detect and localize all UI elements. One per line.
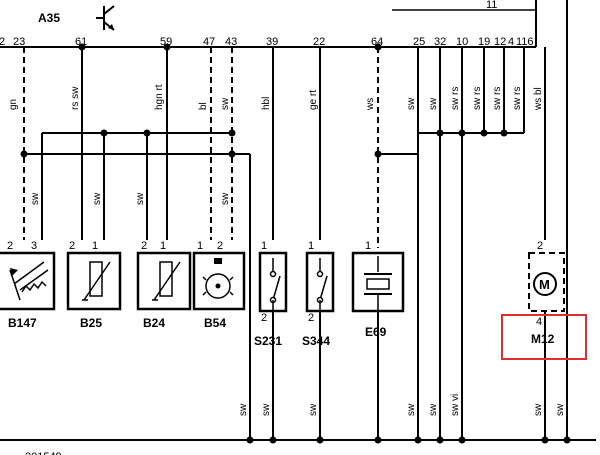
pin-number: 2 xyxy=(261,312,267,324)
bus-lines xyxy=(0,132,596,441)
pin-number: 4 xyxy=(536,316,542,328)
wire-color-label: sw xyxy=(533,403,544,416)
wire-color-label: hbl xyxy=(261,97,272,110)
pin-number: 32 xyxy=(434,36,446,48)
component-s344: 1 2 S344 xyxy=(302,240,335,440)
pin-number: 1 xyxy=(308,240,314,252)
component-label-e69: E69 xyxy=(365,325,387,339)
pin-number: 2 xyxy=(69,240,75,252)
wire-color-label: sw rs xyxy=(492,87,503,110)
wire-color-label: sw rs xyxy=(450,87,461,110)
component-label-s231: S231 xyxy=(254,334,282,348)
pin-number: 1 xyxy=(197,240,203,252)
pin-number: 116 xyxy=(516,36,534,48)
wire-color-label: sw xyxy=(220,192,231,205)
pin-number: 2 xyxy=(217,240,223,252)
wire-color-labels-top: gn rs sw hgn rt bl sw hbl ge rt ws sw sw… xyxy=(8,84,544,111)
wire-color-label: sw xyxy=(238,403,249,416)
pin-number: 1 xyxy=(160,240,166,252)
pin-number: 1 xyxy=(92,240,98,252)
pin-number: 2 xyxy=(308,312,314,324)
wire-color-label: sw xyxy=(428,403,439,416)
component-label-b54: B54 xyxy=(204,316,226,330)
pin-number: 1 xyxy=(365,240,371,252)
component-b147: 2 3 B147 xyxy=(0,240,56,330)
a35-header: A35 11 xyxy=(0,0,537,48)
wire-color-label: sw xyxy=(220,97,231,110)
junction-dots xyxy=(20,43,571,444)
component-label-b24: B24 xyxy=(143,316,165,330)
wire-color-label: rs sw xyxy=(70,86,81,110)
b147-sensor-icon xyxy=(9,261,49,301)
wire-color-labels-middle: sw sw sw sw xyxy=(30,192,231,205)
b24-sensor-icon xyxy=(152,261,181,301)
wire-color-label: sw rs xyxy=(472,87,483,110)
pin-number: 25 xyxy=(413,36,425,48)
wire-color-label: ge rt xyxy=(308,90,319,110)
component-b54: 1 2 B54 xyxy=(192,240,246,330)
pin-number: 4 xyxy=(508,36,514,48)
transistor-icon xyxy=(96,5,115,31)
component-label-m12: M12 xyxy=(531,332,555,346)
wire-color-label: hgn rt xyxy=(154,84,165,110)
b25-sensor-icon xyxy=(82,261,111,301)
wire-color-label: ws xyxy=(365,98,376,111)
component-label-b147: B147 xyxy=(8,316,37,330)
pin-number: 2 xyxy=(537,240,543,252)
pin-number: 2 xyxy=(0,36,5,48)
wire-color-label: bl xyxy=(198,102,209,110)
connector-wires xyxy=(23,0,568,440)
wire-color-label: sw xyxy=(308,403,319,416)
component-m12: 2 M 4 M12 xyxy=(501,240,587,440)
pin-number: 22 xyxy=(313,36,325,48)
pin-number: 3 xyxy=(31,240,37,252)
component-label-a35: A35 xyxy=(38,11,60,25)
component-b24: 2 1 B24 xyxy=(136,240,192,330)
wire-color-label: sw xyxy=(261,403,272,416)
e69-crystal-icon xyxy=(364,256,392,311)
wire-color-label: sw xyxy=(406,403,417,416)
wire-color-label: sw xyxy=(428,97,439,110)
pin-number: 12 xyxy=(494,36,506,48)
b54-sensor-icon xyxy=(202,258,234,299)
pin-number: 23 xyxy=(13,36,25,48)
pin-number: 2 xyxy=(141,240,147,252)
pin-number: 19 xyxy=(478,36,490,48)
wire-color-label: sw xyxy=(406,97,417,110)
top-right-number: 11 xyxy=(486,0,497,11)
component-s231: 1 2 S231 xyxy=(254,240,288,440)
motor-symbol: M xyxy=(539,277,550,292)
highlight-box xyxy=(501,314,587,360)
wire-color-labels-bottom: sw sw sw sw sw sw vi sw sw xyxy=(238,394,566,416)
wire-color-label: gn xyxy=(8,99,19,110)
pin-number: 47 xyxy=(203,36,215,48)
pin-number: 39 xyxy=(266,36,278,48)
wire-color-label: ws bl xyxy=(533,87,544,111)
footer-code: 201549 xyxy=(25,451,62,455)
component-label-s344: S344 xyxy=(302,334,330,348)
s344-switch-icon xyxy=(316,258,328,311)
component-b25: 2 1 B25 xyxy=(66,240,122,330)
wire-color-label: sw xyxy=(30,192,41,205)
motor-icon: M xyxy=(533,272,557,296)
pin-number: 1 xyxy=(261,240,267,252)
wire-color-label: sw rs xyxy=(512,87,523,110)
pin-number: 43 xyxy=(225,36,237,48)
pin-number: 2 xyxy=(7,240,13,252)
s231-switch-icon xyxy=(269,258,281,311)
wire-color-label: sw xyxy=(92,192,103,205)
component-e69: 1 E69 xyxy=(351,240,405,440)
wire-color-label: sw xyxy=(555,403,566,416)
pin-number: 10 xyxy=(456,36,468,48)
component-label-b25: B25 xyxy=(80,316,102,330)
wire-color-label: sw xyxy=(135,192,146,205)
wire-color-label: sw vi xyxy=(450,394,461,416)
